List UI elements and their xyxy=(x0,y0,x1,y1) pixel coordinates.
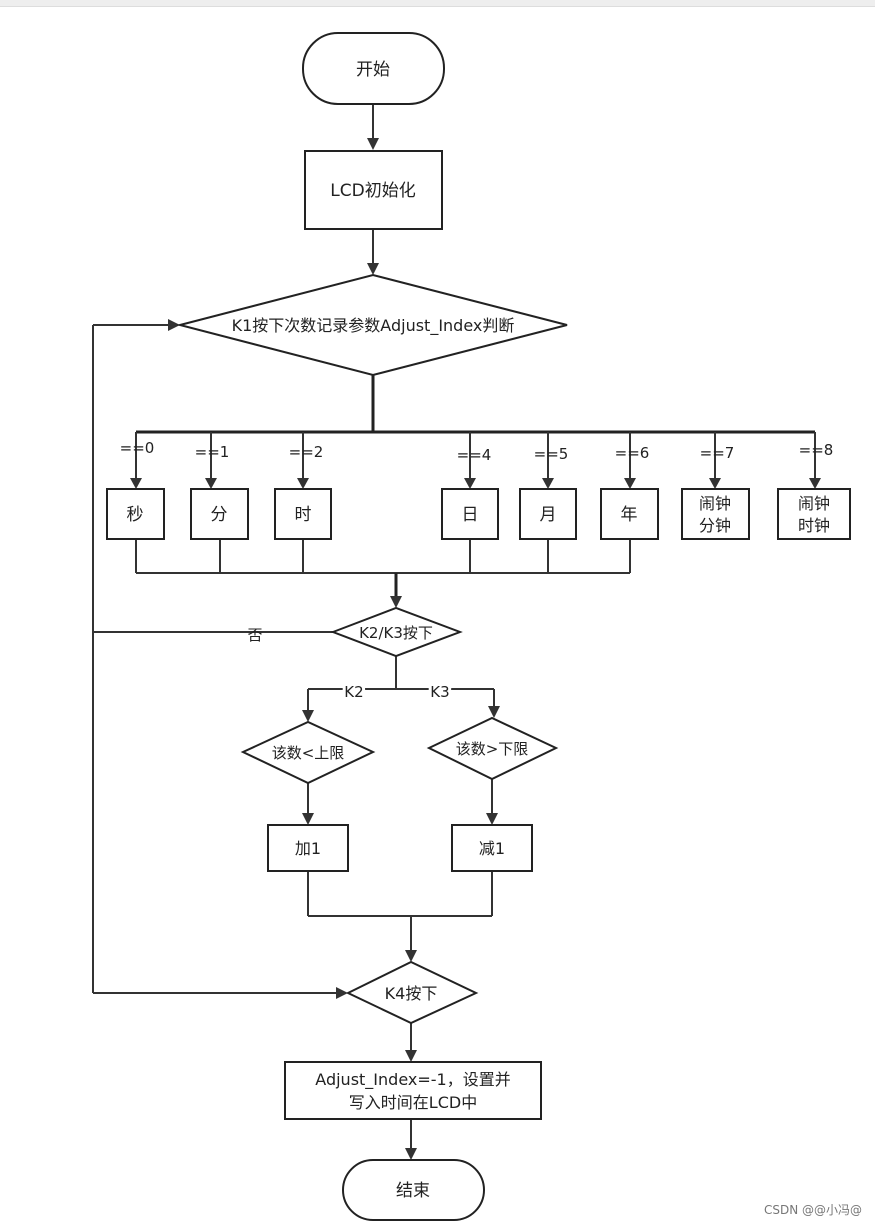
upper-limit-decision: 该数<上限 xyxy=(240,720,376,785)
edge-label-eq1: ==1 xyxy=(195,443,230,461)
edge-label-k2: K2 xyxy=(344,683,363,701)
page-top-strip xyxy=(0,0,875,7)
lower-limit-decision: 该数>下限 xyxy=(426,716,559,781)
day-box xyxy=(441,488,499,540)
arrow-head xyxy=(405,1148,417,1160)
write-process: Adjust_Index=-1，设置并 写入时间在LCD中 xyxy=(284,1061,542,1120)
write-label-line1: Adjust_Index=-1，设置并 xyxy=(315,1070,510,1090)
arrow-head xyxy=(405,1050,417,1062)
arrow-head xyxy=(367,263,379,275)
add1-label: 加1 xyxy=(295,839,321,858)
arrow-head xyxy=(390,596,402,608)
sec-label: 秒 xyxy=(127,505,144,525)
arrow-head xyxy=(367,138,379,150)
month-box xyxy=(519,488,577,540)
arrow-head xyxy=(488,706,500,718)
min-box xyxy=(190,488,249,540)
lcd-init-shape xyxy=(304,150,443,230)
k4-decision: K4按下 xyxy=(345,960,479,1025)
alarm-hour-label-line2: 时钟 xyxy=(798,516,830,535)
arrow-head xyxy=(542,478,554,489)
alarm-min-label-line2: 分钟 xyxy=(699,516,731,535)
month-label: 月 xyxy=(540,505,557,525)
sub1-box xyxy=(451,824,533,872)
k4-decision-shape xyxy=(345,960,479,1025)
upper-limit-shape xyxy=(240,720,376,785)
lower-limit-label: 该数>下限 xyxy=(456,740,529,758)
year-label: 年 xyxy=(621,505,638,525)
sub1-label: 减1 xyxy=(479,839,505,858)
add-sub-boxes: 加1 减1 xyxy=(267,824,533,872)
add1-box xyxy=(267,824,349,872)
arrow-head xyxy=(624,478,636,489)
start-terminal: 开始 xyxy=(302,32,445,105)
alarm-min-label-line1: 闹钟 xyxy=(699,494,731,513)
arrow-head xyxy=(168,319,180,331)
lower-limit-shape xyxy=(426,716,559,781)
start-label: 开始 xyxy=(356,60,390,80)
edge-label-eq5: ==5 xyxy=(534,445,569,463)
arrow-head xyxy=(486,813,498,825)
lcd-init-process: LCD初始化 xyxy=(304,150,443,230)
hour-label: 时 xyxy=(295,505,312,525)
alarm-hour-label-line1: 闹钟 xyxy=(798,494,830,513)
connectors xyxy=(92,104,821,1160)
k1-decision: K1按下次数记录参数Adjust_Index判断 xyxy=(176,273,568,377)
arrow-head xyxy=(130,478,142,489)
hour-box xyxy=(274,488,332,540)
parameter-boxes: 秒 分 时 日 月 年 闹钟 分钟 闹钟 时钟 xyxy=(106,488,851,540)
edge-label-eq0: ==0 xyxy=(120,439,155,457)
watermark: CSDN @@小冯@ xyxy=(764,1203,862,1217)
edge-label-eq4: ==4 xyxy=(457,446,492,464)
edge-label-eq6: ==6 xyxy=(615,444,650,462)
write-box xyxy=(284,1061,542,1120)
k2k3-decision-shape xyxy=(330,606,463,658)
alarm-hour-box xyxy=(777,488,851,540)
day-label: 日 xyxy=(462,505,479,525)
write-label-line2: 写入时间在LCD中 xyxy=(349,1093,477,1112)
edge-label-no: 否 xyxy=(247,626,262,644)
arrow-head xyxy=(297,478,309,489)
upper-limit-label: 该数<上限 xyxy=(272,744,345,762)
k1-decision-shape xyxy=(176,273,568,377)
k2k3-decision: K2/K3按下 否 K2 K3 xyxy=(247,606,463,704)
arrow-head xyxy=(809,478,821,489)
alarm-min-box xyxy=(681,488,750,540)
lcd-init-label: LCD初始化 xyxy=(330,181,415,201)
edge-label-eq7: ==7 xyxy=(700,444,735,462)
arrow-head xyxy=(336,987,348,999)
arrow-head xyxy=(464,478,476,489)
branch-labels: ==0 ==1 ==2 ==4 ==5 ==6 ==7 ==8 xyxy=(120,439,834,464)
year-box xyxy=(600,488,659,540)
end-label: 结束 xyxy=(396,1181,430,1201)
min-label: 分 xyxy=(211,505,228,525)
sec-box xyxy=(106,488,165,540)
edge-label-eq8: ==8 xyxy=(799,441,834,459)
arrow-head xyxy=(205,478,217,489)
k1-decision-label: K1按下次数记录参数Adjust_Index判断 xyxy=(232,316,515,336)
edge-label-eq2: ==2 xyxy=(289,443,324,461)
arrow-head xyxy=(405,950,417,962)
arrow-head xyxy=(709,478,721,489)
k2k3-decision-label: K2/K3按下 xyxy=(359,624,433,642)
arrow-head xyxy=(302,813,314,825)
end-terminal: 结束 xyxy=(342,1159,485,1221)
k4-decision-label: K4按下 xyxy=(385,984,438,1003)
edge-label-k3: K3 xyxy=(430,683,449,701)
end-shape xyxy=(342,1159,485,1221)
start-shape xyxy=(302,32,445,105)
arrow-head xyxy=(302,710,314,722)
